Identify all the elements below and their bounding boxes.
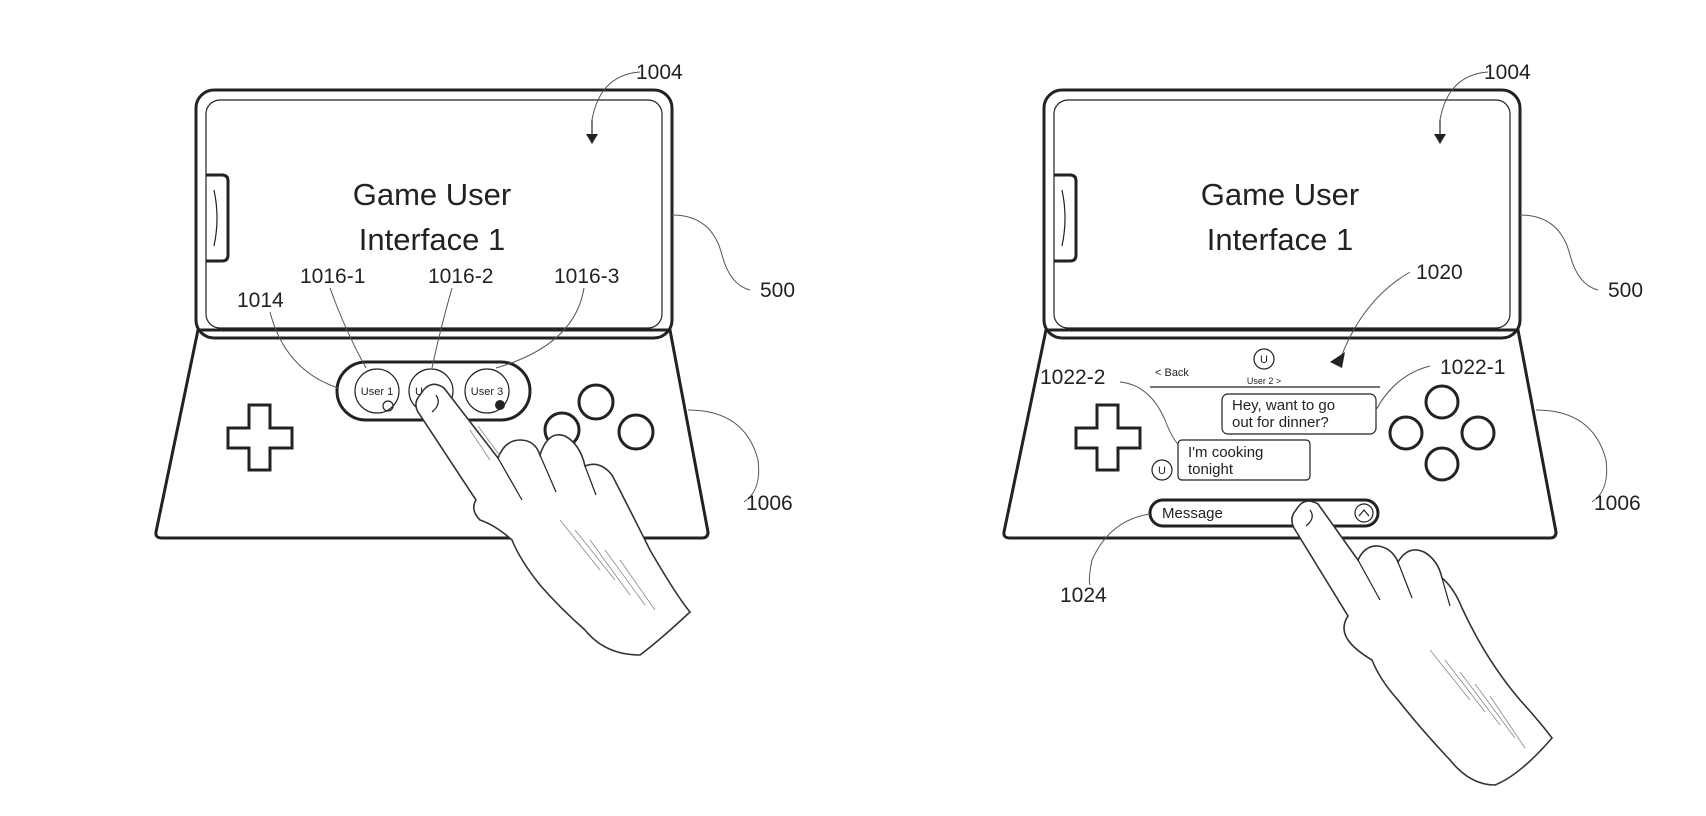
right-device: Game User Interface 1 1004 500 1006 < Ba… [1002, 61, 1643, 786]
right-message-sent-line1: I'm cooking [1188, 444, 1263, 461]
right-message-sent [1177, 439, 1311, 481]
left-ref-1004: 1004 [636, 61, 683, 84]
right-chat-avatar [1253, 348, 1275, 370]
left-ref-1016-2: 1016-2 [428, 265, 493, 288]
right-face-button-right [1460, 415, 1496, 451]
right-sent-avatar [1151, 459, 1173, 481]
right-ref-1020: 1020 [1416, 261, 1463, 284]
left-ref-1014: 1014 [237, 289, 284, 312]
right-face-button-left [1388, 415, 1424, 451]
left-ref-500: 500 [760, 279, 795, 302]
right-ref-1022-1: 1022-1 [1440, 356, 1505, 379]
right-controller-body [1002, 328, 1558, 540]
right-sent-avatar-letter: U [1158, 465, 1166, 477]
left-device: Game User Interface 1 1004 500 1006 User… [154, 61, 795, 656]
left-dpad-icon [226, 403, 294, 472]
right-message-received-line1: Hey, want to go [1232, 397, 1335, 414]
left-phone-screen [205, 99, 663, 329]
left-phone-notch [206, 173, 230, 263]
left-phone-frame [194, 88, 674, 340]
right-message-received-line2: out for dinner? [1232, 414, 1329, 431]
right-message-input[interactable] [1148, 498, 1380, 528]
right-screen-title-1: Game User [1201, 177, 1359, 212]
left-ref-1016-1: 1016-1 [300, 265, 365, 288]
left-screen-title-2: Interface 1 [359, 222, 505, 257]
right-face-button-bottom [1424, 446, 1460, 482]
right-message-input-placeholder: Message [1162, 505, 1223, 522]
left-user3-label: User 3 [471, 386, 503, 398]
left-ref-1016-3: 1016-3 [554, 265, 619, 288]
right-dpad-icon [1074, 403, 1142, 472]
chevron-up-icon[interactable] [1354, 503, 1374, 523]
left-hand-icon [415, 383, 692, 656]
right-chat-contact[interactable]: User 2 > [1247, 376, 1281, 386]
right-ref-500: 500 [1608, 279, 1643, 302]
right-phone-frame [1042, 88, 1522, 340]
left-screen-title-1: Game User [353, 177, 511, 212]
right-hand-icon [1291, 500, 1554, 786]
right-message-sent-line2: tonight [1188, 461, 1234, 478]
right-ref-1004: 1004 [1484, 61, 1531, 84]
left-user1-button [354, 368, 400, 414]
left-user3-button [464, 368, 510, 414]
left-face-button-right [617, 413, 655, 451]
right-ref-1006: 1006 [1594, 492, 1641, 515]
left-ref-1006: 1006 [746, 492, 793, 515]
right-screen-title-2: Interface 1 [1207, 222, 1353, 257]
left-face-button-top [577, 383, 615, 421]
left-user1-label: User 1 [361, 386, 393, 398]
right-face-button-top [1424, 384, 1460, 420]
right-ref-1022-2: 1022-2 [1040, 366, 1105, 389]
left-user2-label: U [415, 386, 423, 398]
right-phone-screen [1053, 99, 1511, 329]
right-chat-back[interactable]: < Back [1155, 367, 1189, 379]
right-chat-avatar-letter: U [1260, 354, 1268, 366]
right-ref-1024: 1024 [1060, 584, 1107, 607]
right-message-received [1221, 393, 1377, 435]
right-phone-notch [1054, 173, 1078, 263]
left-controller-body [154, 328, 710, 540]
